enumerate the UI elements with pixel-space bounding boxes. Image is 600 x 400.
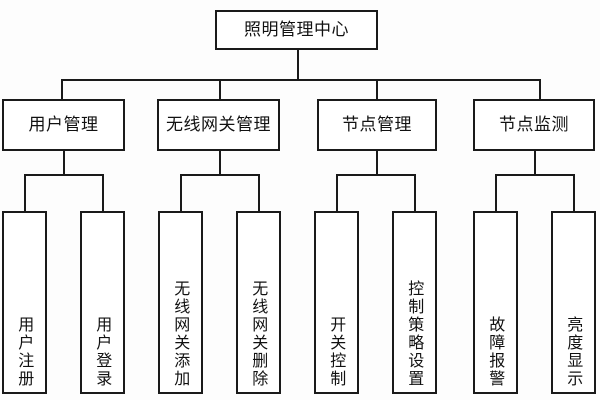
node-leaf-brightness-display[interactable]: 亮度显示 bbox=[551, 211, 596, 394]
node-leaf-7-label: 故障报警 bbox=[486, 316, 506, 388]
node-leaf-gateway-delete[interactable]: 无线网关删除 bbox=[236, 211, 281, 394]
node-branch-3-label: 节点管理 bbox=[342, 114, 412, 135]
connector-branch-1-stem bbox=[63, 151, 65, 175]
connector-branch-3-to-leaf-6 bbox=[414, 174, 416, 212]
node-leaf-user-registration[interactable]: 用户注册 bbox=[2, 211, 47, 394]
connector-branch-2-to-leaf-4 bbox=[258, 174, 260, 212]
node-root-label: 照明管理中心 bbox=[244, 19, 349, 40]
connector-branch-4-bus bbox=[495, 174, 575, 176]
node-leaf-6-label: 控制策略设置 bbox=[405, 280, 425, 388]
connector-branch-4-to-leaf-8 bbox=[573, 174, 575, 212]
node-branch-2-label: 无线网关管理 bbox=[166, 114, 271, 135]
connector-root-stem bbox=[297, 50, 299, 80]
node-leaf-3-label: 无线网关添加 bbox=[171, 280, 191, 388]
connector-branch-1-to-leaf-2 bbox=[102, 174, 104, 212]
connector-branch-3-bus bbox=[336, 174, 416, 176]
connector-branch-1-to-leaf-1 bbox=[24, 174, 26, 212]
node-branch-wireless-gateway-management[interactable]: 无线网关管理 bbox=[157, 99, 280, 151]
connector-branch-3-to-leaf-5 bbox=[336, 174, 338, 212]
connector-branch-2-stem bbox=[219, 151, 221, 175]
node-branch-4-label: 节点监测 bbox=[499, 114, 569, 135]
connector-branch-4-stem bbox=[534, 151, 536, 175]
node-branch-1-label: 用户管理 bbox=[28, 114, 99, 135]
node-leaf-2-label: 用户登录 bbox=[93, 316, 113, 388]
node-leaf-5-label: 开关控制 bbox=[327, 316, 347, 388]
node-branch-user-management[interactable]: 用户管理 bbox=[2, 99, 125, 151]
connector-branch-2-bus bbox=[180, 174, 260, 176]
connector-main-bus bbox=[61, 79, 541, 81]
node-leaf-1-label: 用户注册 bbox=[15, 316, 35, 388]
node-leaf-fault-alarm[interactable]: 故障报警 bbox=[473, 211, 518, 394]
connector-branch-2-to-leaf-3 bbox=[180, 174, 182, 212]
node-branch-node-monitoring[interactable]: 节点监测 bbox=[473, 99, 595, 151]
node-leaf-gateway-add[interactable]: 无线网关添加 bbox=[158, 211, 203, 394]
node-root[interactable]: 照明管理中心 bbox=[215, 10, 378, 50]
connector-bus-to-branch-3 bbox=[376, 79, 378, 100]
connector-bus-to-branch-1 bbox=[61, 79, 63, 100]
connector-bus-to-branch-4 bbox=[539, 79, 541, 100]
connector-branch-4-to-leaf-7 bbox=[495, 174, 497, 212]
node-leaf-8-label: 亮度显示 bbox=[564, 316, 584, 388]
node-branch-node-management[interactable]: 节点管理 bbox=[317, 99, 437, 151]
connector-branch-3-stem bbox=[376, 151, 378, 175]
node-leaf-switch-control[interactable]: 开关控制 bbox=[314, 211, 359, 394]
node-leaf-4-label: 无线网关删除 bbox=[249, 280, 269, 388]
node-leaf-user-login[interactable]: 用户登录 bbox=[80, 211, 125, 394]
connector-branch-1-bus bbox=[24, 174, 104, 176]
node-leaf-control-strategy-setting[interactable]: 控制策略设置 bbox=[392, 211, 437, 394]
connector-bus-to-branch-2 bbox=[219, 79, 221, 100]
